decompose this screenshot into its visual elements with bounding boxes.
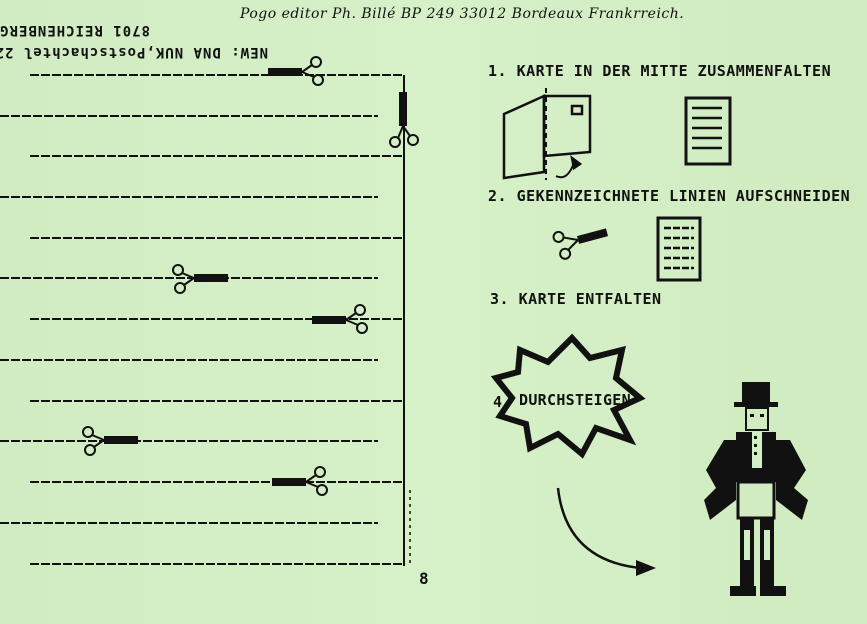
scissors-icon bbox=[172, 264, 228, 294]
striped-card-icon bbox=[656, 216, 702, 282]
burst-shape bbox=[490, 333, 646, 459]
scissors-icon bbox=[82, 426, 138, 456]
scissors-icon bbox=[389, 92, 419, 148]
instruction-step-4-number: 4. bbox=[493, 393, 512, 411]
folded-card-icon bbox=[502, 88, 592, 180]
scissors-icon bbox=[552, 228, 609, 260]
instruction-step-2: 2. GEKENNZEICHNETE LINIEN AUFSCHNEIDEN bbox=[488, 187, 851, 205]
curved-arrow bbox=[556, 487, 656, 576]
page-number: 8 bbox=[419, 569, 429, 588]
scissors-icon bbox=[312, 304, 368, 334]
scissors-icon bbox=[272, 466, 328, 496]
instruction-step-4-label: DURCHSTEIGEN bbox=[519, 391, 631, 409]
striped-card-icon bbox=[684, 96, 732, 166]
instruction-step-3: 3. KARTE ENTFALTEN bbox=[490, 290, 662, 308]
publisher-note: Pogo editor Ph. Billé BP 249 33012 Borde… bbox=[240, 6, 685, 22]
cut-lines bbox=[0, 74, 404, 565]
scissors-icon bbox=[268, 56, 324, 86]
instruction-step-1: 1. KARTE IN DER MITTE ZUSAMMENFALTEN bbox=[488, 62, 832, 80]
gentleman-figure bbox=[704, 382, 808, 596]
